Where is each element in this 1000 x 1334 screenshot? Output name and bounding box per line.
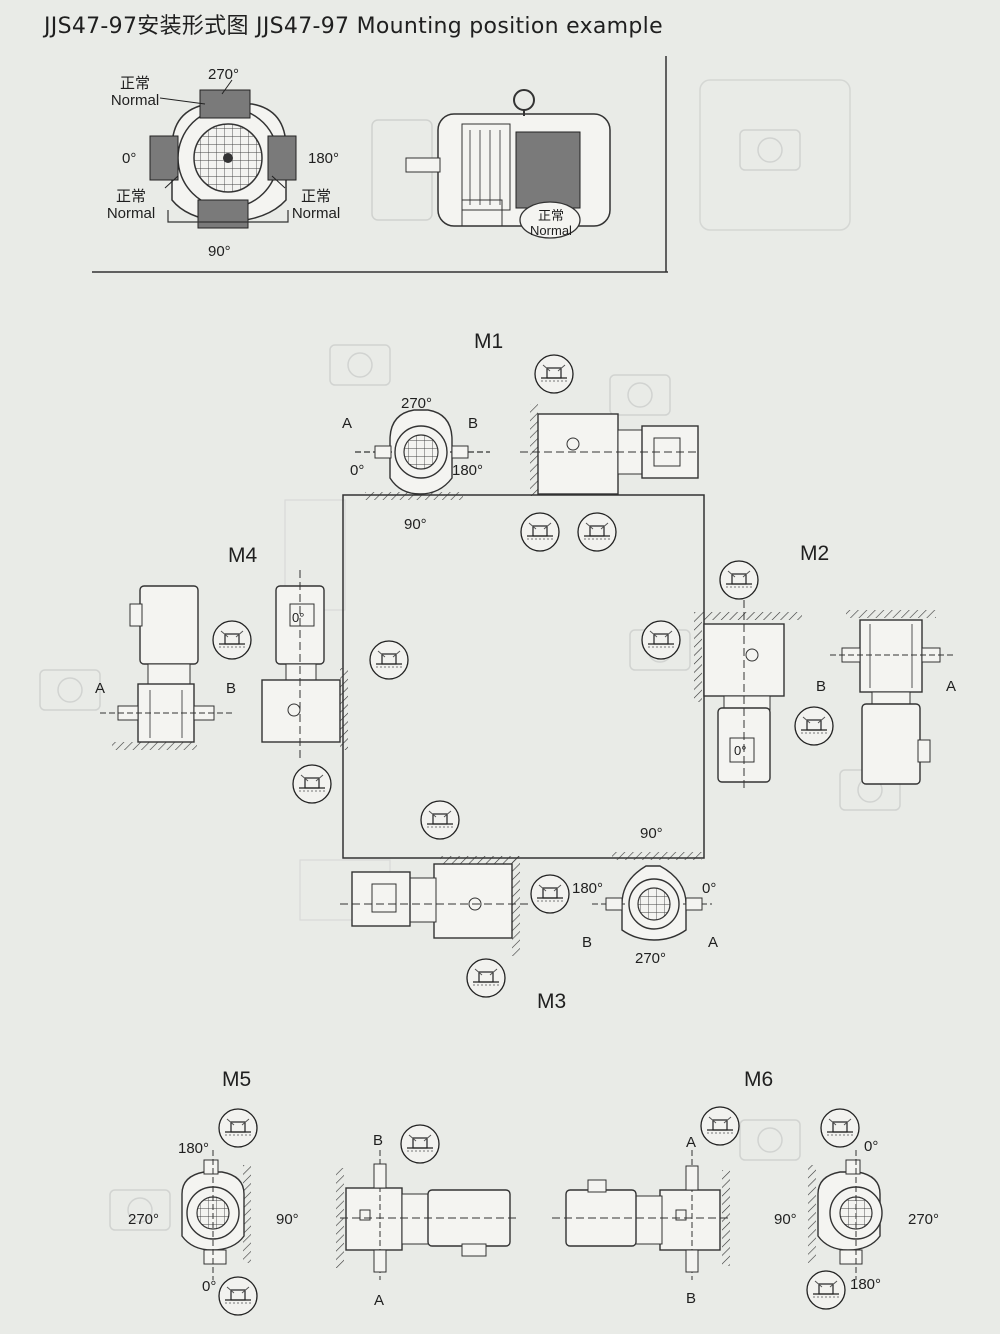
m6-title: M6	[744, 1068, 774, 1091]
m6-angle-90: 90°	[774, 1211, 797, 1228]
m4-shaft-b: B	[226, 680, 237, 697]
m3-shaft-a: A	[708, 934, 719, 951]
m1-title: M1	[474, 330, 504, 353]
m4-shaft-a: A	[95, 680, 106, 697]
m2-motor-angle-0: 0°	[734, 743, 747, 758]
m5-end-view	[181, 1108, 258, 1316]
m4-motor-angle-0: 0°	[292, 610, 305, 625]
example-side-view	[371, 89, 611, 239]
m1-shaft-b: B	[468, 415, 479, 432]
m5-angle-180: 180°	[178, 1140, 210, 1157]
m5-shaft-a: A	[374, 1292, 385, 1309]
m6-angle-180: 180°	[850, 1276, 882, 1293]
m3-angle-90: 90°	[640, 825, 663, 842]
m6-angle-0: 0°	[864, 1138, 879, 1155]
m3-shaft-b: B	[582, 934, 593, 951]
m5-angle-0: 0°	[202, 1278, 217, 1295]
page-title: JJS47-97安装形式图 JJS47-97 Mounting position…	[44, 14, 663, 39]
angle-180-top-example: 180°	[308, 150, 340, 167]
m2-title: M2	[800, 542, 830, 565]
m5-shaft-b: B	[373, 1132, 384, 1149]
angle-90-top-example: 90°	[208, 243, 231, 260]
m3-angle-180: 180°	[572, 880, 604, 897]
m5-angle-270: 270°	[128, 1211, 160, 1228]
angle-270-top-example: 270°	[208, 66, 240, 83]
m6-shaft-b: B	[686, 1290, 697, 1307]
m4-side-view-b	[212, 570, 409, 804]
m2-side-view	[641, 560, 834, 790]
m1-angle-0: 0°	[350, 462, 365, 479]
m5-angle-90: 90°	[276, 1211, 299, 1228]
angle-0-top-example: 0°	[122, 150, 137, 167]
m1-end-view	[355, 409, 490, 500]
m3-title: M3	[537, 990, 567, 1013]
m2-end-view	[830, 610, 955, 785]
m2-shaft-a: A	[946, 678, 957, 695]
m5-side-view	[336, 1124, 520, 1280]
m1-side-view	[520, 354, 700, 552]
m1-angle-270: 270°	[401, 395, 433, 412]
m3-end-view	[592, 852, 712, 941]
m3-angle-0: 0°	[702, 880, 717, 897]
m1-angle-180: 180°	[452, 462, 484, 479]
m1-shaft-a: A	[342, 415, 353, 432]
m4-title: M4	[228, 544, 258, 567]
m5-title: M5	[222, 1068, 252, 1091]
m3-angle-270: 270°	[635, 950, 667, 967]
m1-angle-90: 90°	[404, 516, 427, 533]
m6-angle-270: 270°	[908, 1211, 940, 1228]
m4-side-view-a	[100, 585, 232, 750]
m6-shaft-a: A	[686, 1134, 697, 1151]
m2-shaft-b: B	[816, 678, 827, 695]
m3-side-view	[340, 800, 570, 998]
example-end-view	[149, 79, 297, 229]
m6-side-view	[552, 1106, 740, 1280]
m6-end-view	[806, 1108, 883, 1310]
